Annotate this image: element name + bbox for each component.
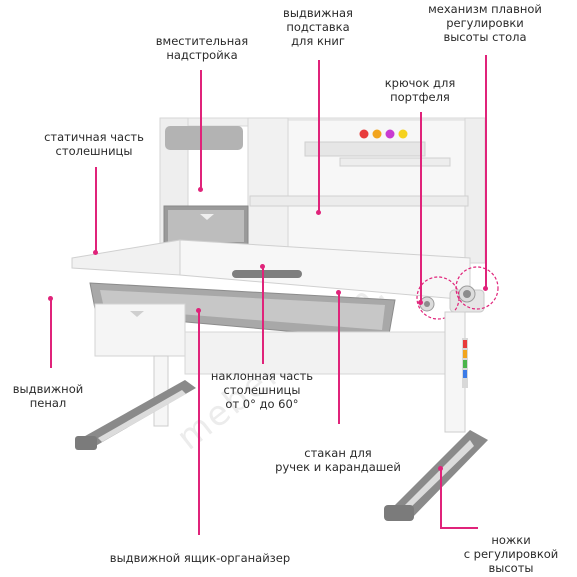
label-line: с регулировкой [463, 547, 559, 561]
label-tilt: наклонная часть столешницы от 0° до 60° [204, 369, 320, 411]
hutch [159, 117, 486, 264]
label-static: статичная часть столешницы [36, 130, 152, 158]
dot-red [359, 129, 369, 139]
label-height: механизм плавной регулировки высоты стол… [420, 2, 550, 44]
label-line: вместительная [155, 34, 249, 48]
label-line: статичная часть [44, 130, 144, 144]
pin-legs [438, 466, 443, 471]
pointer-hook [420, 112, 422, 302]
pointer-legs [440, 468, 442, 528]
pin-hook [418, 300, 423, 305]
pin-tilt [260, 264, 265, 269]
pointer-pencil [50, 298, 52, 368]
label-line: механизм плавной [428, 2, 542, 16]
label-line: выдвижная [283, 6, 353, 20]
dot-orange [372, 129, 382, 139]
label-line: надстройка [166, 48, 238, 62]
label-hook: крючок для портфеля [368, 76, 472, 104]
pencil-box [94, 303, 186, 357]
label-line: для книг [291, 34, 345, 48]
label-line: выдвижной [12, 382, 84, 396]
label-line: выдвижной ящик-органайзер [109, 551, 291, 565]
pointer-legs-h [440, 527, 478, 529]
label-line: подставка [286, 20, 350, 34]
label-stand: выдвижная подставка для книг [268, 6, 368, 48]
label-line: портфеля [390, 90, 450, 104]
legs [75, 380, 488, 521]
dot-purple [385, 129, 395, 139]
pin-static [93, 250, 98, 255]
label-line: от 0° до 60° [225, 397, 299, 411]
label-line: наклонная часть [210, 369, 314, 383]
label-drawer: выдвижной ящик-органайзер [90, 551, 310, 565]
label-line: регулировки [446, 16, 524, 30]
label-line: ножки [491, 533, 531, 547]
label-line: ручек и карандашей [275, 460, 401, 474]
pin-cup [336, 290, 341, 295]
pointer-static [95, 167, 97, 252]
pointer-stand [318, 60, 320, 212]
label-line: пенал [29, 396, 67, 410]
label-line: стакан для [304, 446, 372, 460]
pointer-tilt [262, 266, 264, 364]
label-line: крючок для [384, 76, 456, 90]
color-dots [359, 129, 408, 139]
label-line: столешницы [223, 383, 301, 397]
label-line: столешницы [55, 144, 133, 158]
label-line: высоты [488, 561, 534, 575]
label-cup: стакан для ручек и карандашей [268, 446, 408, 474]
pin-pencil [48, 296, 53, 301]
pointer-addon [200, 70, 202, 190]
pointer-height [485, 55, 487, 290]
pin-stand [316, 210, 321, 215]
height-mechanism [416, 266, 499, 320]
label-legs: ножки с регулировкой высоты [458, 533, 564, 575]
pin-drawer [196, 308, 201, 313]
pin-height [483, 286, 488, 291]
pointer-cup [338, 292, 340, 424]
label-line: высоты стола [443, 30, 527, 44]
dot-yellow [398, 129, 408, 139]
pointer-drawer [198, 310, 200, 535]
tabletop [71, 239, 471, 301]
label-pencil: выдвижной пенал [4, 382, 92, 410]
pin-addon [198, 187, 203, 192]
label-addon: вместительная надстройка [150, 34, 254, 62]
